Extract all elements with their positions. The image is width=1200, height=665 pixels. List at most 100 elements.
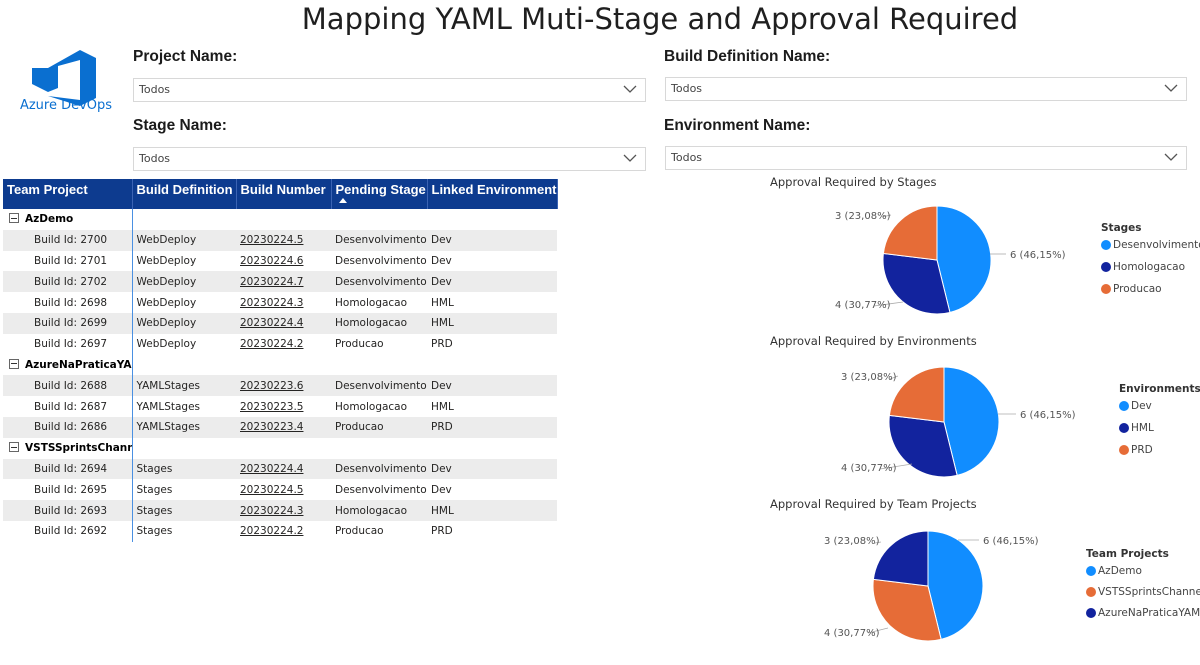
cell-build-number[interactable]: 20230224.6 [236, 250, 331, 272]
cell-build-definition: WebDeploy [132, 250, 236, 272]
pie-slice-dev[interactable] [943, 366, 1000, 477]
legend-dot-icon [1101, 284, 1111, 294]
collapse-icon[interactable] [9, 213, 19, 224]
cell-build-id: Build Id: 2688 [3, 375, 133, 397]
legend-item[interactable]: HML [1119, 422, 1154, 434]
column-header-label: Pending Stage [335, 182, 426, 197]
legend-item[interactable]: PRD [1119, 444, 1153, 456]
legend-label: PRD [1131, 444, 1153, 456]
chevron-down-icon [623, 85, 637, 93]
legend-label: AzureNaPraticaYAML [1098, 607, 1200, 619]
legend-item[interactable]: AzDemo [1086, 565, 1142, 577]
pie-slice-vstssprintschannel[interactable] [872, 578, 942, 642]
legend-dot-icon [1086, 566, 1096, 576]
legend-item[interactable]: VSTSSprintsChannel [1086, 586, 1200, 598]
cell-build-definition: WebDeploy [132, 271, 236, 293]
cell-build-definition: Stages [132, 479, 236, 501]
group-row[interactable]: AzDemo [3, 209, 557, 230]
cell-pending-stage: Producao [331, 416, 427, 438]
legend-item[interactable]: Homologacao [1101, 261, 1185, 273]
group-row[interactable]: VSTSSprintsChannel [3, 437, 557, 459]
project-name-label: Project Name: [133, 48, 238, 65]
group-name: AzureNaPraticaYAML [25, 358, 132, 371]
data-label: 4 (30,77%) [841, 463, 897, 474]
cell-build-number[interactable]: 20230223.5 [236, 396, 331, 417]
cell-build-number[interactable]: 20230224.4 [236, 312, 331, 334]
environment-name-dropdown[interactable]: Todos [665, 146, 1187, 170]
page-title: Mapping YAML Muti-Stage and Approval Req… [301, 2, 1019, 36]
group-empty-cell [132, 354, 236, 376]
build-definition-name-label: Build Definition Name: [664, 48, 831, 65]
cell-pending-stage: Desenvolvimento [331, 375, 427, 397]
cell-build-id: Build Id: 2697 [3, 333, 133, 355]
column-header-build-number[interactable]: Build Number [236, 179, 332, 209]
pie-slice-azurenapraticayaml[interactable] [872, 530, 929, 587]
project-name-dropdown[interactable]: Todos [133, 78, 646, 102]
column-header-label: Team Project [7, 182, 88, 197]
cell-linked-environment: Dev [427, 458, 557, 480]
cell-build-id: Build Id: 2693 [3, 500, 133, 521]
legend-item[interactable]: AzureNaPraticaYAML [1086, 607, 1200, 619]
cell-build-id: Build Id: 2701 [3, 250, 133, 272]
legend-item[interactable]: Dev [1119, 400, 1152, 412]
cell-linked-environment: HML [427, 500, 557, 521]
cell-build-number[interactable]: 20230223.4 [236, 416, 331, 438]
pie-slice-homologacao[interactable] [882, 252, 951, 315]
cell-build-number[interactable]: 20230224.2 [236, 333, 331, 355]
cell-build-id: Build Id: 2692 [3, 520, 133, 542]
cell-build-number[interactable]: 20230224.7 [236, 271, 331, 293]
column-header-pending-stage[interactable]: Pending Stage [331, 179, 428, 209]
group-empty-cell [236, 437, 331, 459]
pie-slice-prd[interactable] [888, 366, 945, 423]
legend-dot-icon [1101, 240, 1111, 250]
pie-slice-hml[interactable] [888, 414, 958, 478]
group-row[interactable]: AzureNaPraticaYAML [3, 354, 557, 376]
cell-pending-stage: Desenvolvimento [331, 250, 427, 272]
cell-build-definition: YAMLStages [132, 375, 236, 397]
logo-text: Azure DevOps [19, 98, 113, 113]
cell-pending-stage: Homologacao [331, 500, 427, 521]
cell-build-number[interactable]: 20230224.5 [236, 479, 331, 501]
project-name-value: Todos [139, 83, 171, 96]
group-empty-cell [427, 437, 557, 459]
legend-item[interactable]: Desenvolvimento [1101, 239, 1200, 251]
collapse-icon[interactable] [9, 358, 19, 369]
cell-build-number[interactable]: 20230224.3 [236, 500, 331, 521]
cell-build-definition: WebDeploy [132, 333, 236, 355]
build-definition-name-dropdown[interactable]: Todos [665, 77, 1187, 101]
pie-slice-desenvolvimento[interactable] [936, 205, 992, 314]
cell-build-number[interactable]: 20230224.3 [236, 292, 331, 313]
column-header-team-project[interactable]: Team Project [3, 179, 133, 209]
cell-build-number[interactable]: 20230224.5 [236, 229, 331, 251]
cell-build-number[interactable]: 20230223.6 [236, 375, 331, 397]
data-label-leader [879, 463, 913, 470]
cell-build-id: Build Id: 2700 [3, 229, 133, 251]
column-header-build-definition[interactable]: Build Definition [132, 179, 237, 209]
build-definition-name-value: Todos [671, 82, 703, 95]
legend-item[interactable]: Producao [1101, 283, 1162, 295]
cell-linked-environment: Dev [427, 479, 557, 501]
cell-build-number[interactable]: 20230224.4 [236, 458, 331, 480]
pie-slice-producao[interactable] [882, 205, 938, 261]
collapse-icon[interactable] [9, 442, 19, 453]
stage-name-dropdown[interactable]: Todos [133, 147, 646, 171]
pie-slice-azdemo[interactable] [927, 530, 984, 641]
cell-build-number[interactable]: 20230224.2 [236, 520, 331, 542]
column-header-linked-environment[interactable]: Linked Environment [427, 179, 558, 209]
data-label-leader [889, 375, 899, 380]
legend-label: Dev [1131, 400, 1152, 412]
